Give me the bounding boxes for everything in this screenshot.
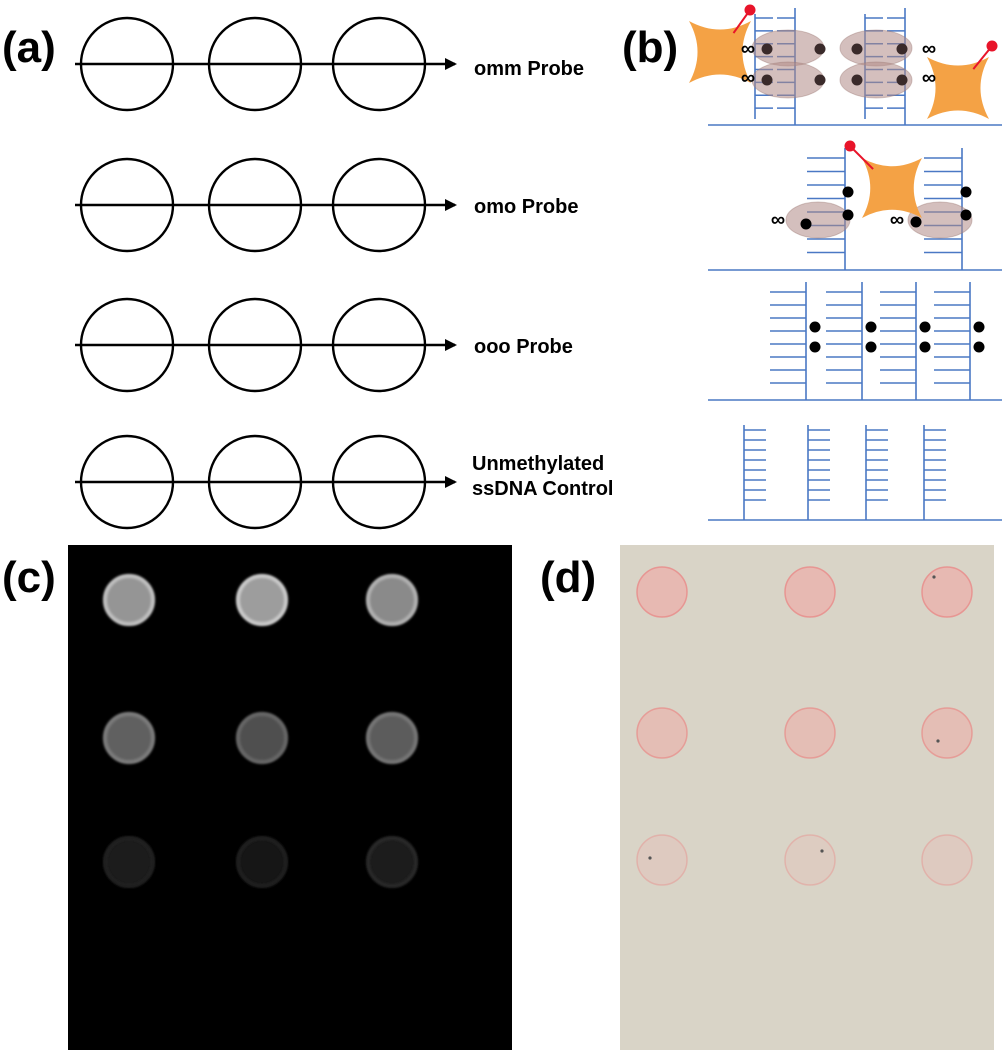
fluorescence-spot bbox=[104, 713, 154, 763]
colorimetric-spot bbox=[921, 707, 973, 759]
panel-label-b: (b) bbox=[622, 23, 679, 72]
infinity-symbol: ∞ bbox=[771, 209, 785, 231]
methyl-group-dot bbox=[910, 216, 922, 228]
methyl-group-dot bbox=[761, 74, 773, 86]
row-label-control: Unmethylated ssDNA Control bbox=[472, 452, 613, 502]
fluorescence-spot bbox=[237, 960, 287, 1010]
methyl-group-dot bbox=[896, 43, 908, 55]
methyl-group-dot bbox=[973, 321, 985, 333]
methyl-group-dot bbox=[865, 341, 877, 353]
panel-label-a: (a) bbox=[2, 23, 56, 72]
methyl-group-dot bbox=[919, 341, 931, 353]
row-label-omo: omo Probe bbox=[474, 196, 579, 218]
methyl-group-dot bbox=[842, 186, 854, 198]
mbd-domain-ellipse bbox=[839, 61, 913, 99]
colorimetric-spot bbox=[784, 566, 836, 618]
methyl-group-dot bbox=[814, 74, 826, 86]
colorimetric-spot bbox=[636, 566, 688, 618]
fluorescence-spot-rim bbox=[236, 959, 288, 1011]
row-label-ooo: ooo Probe bbox=[474, 336, 573, 358]
fluorescence-spot-rim bbox=[236, 574, 288, 626]
infinity-symbol: ∞ bbox=[922, 67, 936, 89]
panel-d-membrane-image bbox=[620, 545, 994, 1050]
membrane-speck bbox=[932, 575, 936, 579]
methyl-group-dot bbox=[960, 186, 972, 198]
methyl-group-dot bbox=[809, 341, 821, 353]
colorimetric-spot bbox=[784, 707, 836, 759]
fluorescence-spot bbox=[104, 837, 154, 887]
row-label-control-line2: ssDNA Control bbox=[472, 478, 614, 500]
fluorescence-spot-rim bbox=[366, 574, 418, 626]
methyl-group-dot bbox=[865, 321, 877, 333]
methyl-group-dot bbox=[851, 74, 863, 86]
methyl-group-dot bbox=[809, 321, 821, 333]
methyl-group-dot bbox=[800, 218, 812, 230]
infinity-symbol: ∞ bbox=[741, 38, 755, 60]
fluorescence-spot bbox=[237, 713, 287, 763]
colorimetric-spot bbox=[636, 834, 688, 886]
row-label-control-line1: Unmethylated bbox=[472, 453, 605, 475]
fluorescence-spot-rim bbox=[236, 836, 288, 888]
antibody-protein-shape bbox=[927, 57, 989, 119]
methyl-group-dot bbox=[896, 74, 908, 86]
fluorescence-spot-rim bbox=[103, 712, 155, 764]
fluorescence-spot bbox=[367, 575, 417, 625]
fluorescence-spot-rim bbox=[366, 712, 418, 764]
infinity-symbol: ∞ bbox=[922, 38, 936, 60]
fluorescence-spot bbox=[367, 713, 417, 763]
fluorescence-spot bbox=[104, 960, 154, 1010]
fluorescence-spot bbox=[367, 837, 417, 887]
fluorescence-spot-rim bbox=[103, 959, 155, 1011]
panel-c-fluorescence-image bbox=[68, 545, 512, 1050]
row-label-omm: omm Probe bbox=[474, 58, 585, 80]
methyl-group-dot bbox=[973, 341, 985, 353]
membrane-background bbox=[620, 545, 994, 1050]
antibody-protein-shape bbox=[862, 158, 922, 218]
fluorophore-tag bbox=[844, 140, 856, 152]
methyl-group-dot bbox=[842, 209, 854, 221]
fluorescence-spot-rim bbox=[103, 836, 155, 888]
mbd-domain-ellipse bbox=[785, 201, 851, 239]
membrane-speck bbox=[936, 739, 940, 743]
fluorescence-spot bbox=[104, 575, 154, 625]
infinity-symbol: ∞ bbox=[741, 67, 755, 89]
fluorescence-spot-rim bbox=[366, 959, 418, 1011]
methyl-group-dot bbox=[851, 43, 863, 55]
fluorophore-tag bbox=[986, 40, 998, 52]
mbd-domain-ellipse bbox=[907, 201, 973, 239]
colorimetric-spot bbox=[784, 834, 836, 886]
membrane-speck bbox=[820, 849, 824, 853]
fluorophore-tag bbox=[744, 4, 756, 16]
colorimetric-spot bbox=[921, 566, 973, 618]
fluorescence-spot bbox=[237, 575, 287, 625]
fluorescence-spot-rim bbox=[366, 836, 418, 888]
panel-label-d: (d) bbox=[540, 553, 597, 602]
panel-a-schematic bbox=[75, 16, 457, 530]
colorimetric-spot bbox=[921, 834, 973, 886]
fluorescence-spot bbox=[367, 960, 417, 1010]
fluorescence-spot-rim bbox=[103, 574, 155, 626]
panel-b-schematic: ∞ ∞ ∞ ∞ ∞ ∞ bbox=[689, 4, 1002, 521]
panel-label-c: (c) bbox=[2, 553, 56, 602]
colorimetric-spot bbox=[636, 707, 688, 759]
infinity-symbol: ∞ bbox=[890, 209, 904, 231]
fluorescence-spot bbox=[237, 837, 287, 887]
membrane-speck bbox=[648, 856, 652, 860]
methyl-group-dot bbox=[814, 43, 826, 55]
fluorescence-spot-rim bbox=[236, 712, 288, 764]
methyl-group-dot bbox=[761, 43, 773, 55]
methyl-group-dot bbox=[960, 209, 972, 221]
antibody-protein-shape bbox=[689, 21, 751, 83]
methyl-group-dot bbox=[919, 321, 931, 333]
